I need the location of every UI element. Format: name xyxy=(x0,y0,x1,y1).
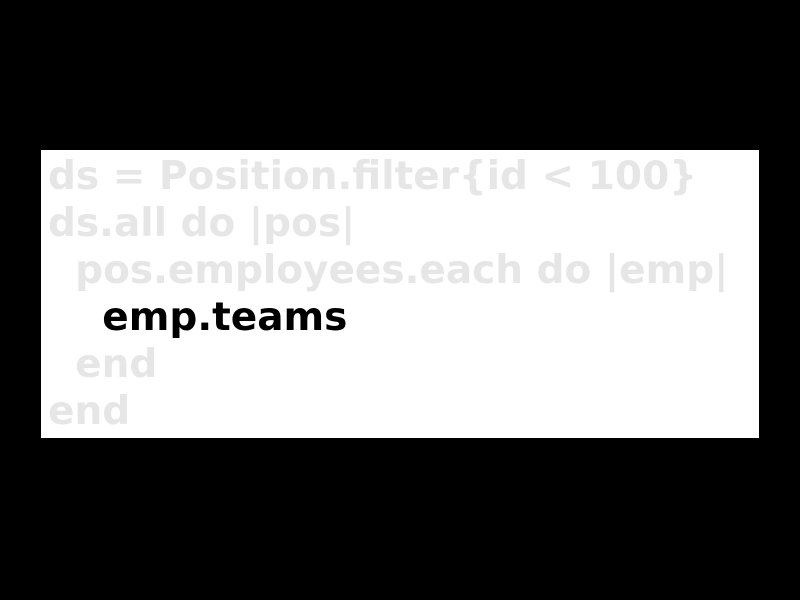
code-line-6: end xyxy=(48,389,131,434)
code-line-2: ds.all do |pos| xyxy=(48,201,356,246)
code-line-3: pos.employees.each do |emp| xyxy=(48,248,729,293)
code-panel: ds = Position.filter{id < 100} ds.all do… xyxy=(41,150,759,438)
code-line-4-highlighted: emp.teams xyxy=(48,295,348,340)
code-line-1: ds = Position.filter{id < 100} xyxy=(48,154,697,199)
code-line-5: end xyxy=(48,342,158,387)
